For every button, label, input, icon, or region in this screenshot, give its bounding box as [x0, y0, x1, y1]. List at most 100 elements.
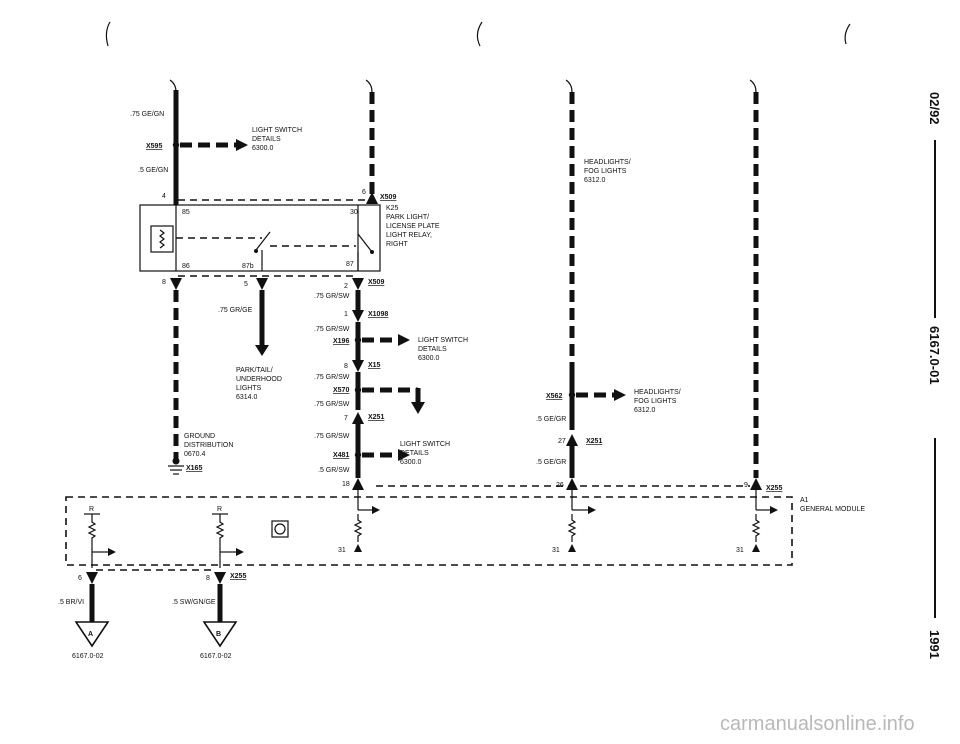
module-icon	[274, 523, 286, 535]
pin-label: 8	[344, 363, 348, 370]
pin-label: 31	[552, 547, 560, 554]
arrowhead	[236, 139, 248, 151]
connector-label: X15	[368, 362, 381, 369]
pin-label: 27	[558, 438, 566, 445]
connector-x15	[352, 360, 364, 372]
connector-pin-5	[256, 278, 268, 290]
relay-coil-winding	[159, 229, 165, 249]
module-output-arrow	[588, 506, 596, 514]
connector-x255-b	[214, 572, 226, 584]
arrowhead	[398, 449, 410, 461]
relay-contact	[370, 250, 374, 254]
pin-label: 8	[206, 575, 210, 582]
wire-label: .5 SW/GN/GE	[172, 599, 216, 606]
pin-label: 31	[338, 547, 346, 554]
arrowhead	[398, 334, 410, 346]
pin-label: 5	[244, 281, 248, 288]
pin-label: 6	[362, 189, 366, 196]
connector-pin-26	[566, 478, 578, 490]
pin-label: 2	[344, 283, 348, 290]
wire-label: .5 GR/SW	[318, 467, 350, 474]
connector-x509-bot	[352, 278, 364, 290]
module-input-arrow	[108, 548, 116, 556]
connector-label: X165	[186, 465, 202, 472]
connector-label: X481	[333, 452, 349, 459]
relay-k25-box	[139, 204, 381, 272]
side-date: 02/92	[927, 92, 942, 125]
module-output-arrow	[372, 506, 380, 514]
splice-x595	[172, 141, 180, 149]
connector-label: X595	[146, 143, 162, 150]
splice-x562	[568, 391, 576, 399]
module-resistor	[751, 514, 761, 542]
connector-label: X562	[546, 393, 562, 400]
wire-label: .75 GR/SW	[314, 326, 350, 333]
wire-label: .75 GR/SW	[314, 433, 350, 440]
wire-label: .75 GR/SW	[314, 401, 350, 408]
relay-coil	[150, 225, 174, 253]
connector-label: X570	[333, 387, 349, 394]
splice-x196	[354, 336, 362, 344]
module-input-resistor	[87, 514, 97, 546]
module-icon	[271, 520, 289, 538]
relay-switch-b	[357, 233, 373, 253]
connector-label: X509	[368, 279, 384, 286]
connector-label: X509	[380, 194, 396, 201]
connector-x251-b	[566, 434, 578, 446]
pin-label: 87b	[242, 263, 254, 270]
wire-label: .75 GR/SW	[314, 293, 350, 300]
wire-break-symbol	[749, 79, 757, 93]
pin-label: 31	[736, 547, 744, 554]
relay-contact	[254, 249, 258, 253]
pin-label: 26	[556, 482, 564, 489]
module-resistor	[353, 514, 363, 542]
wire-break-symbol	[365, 79, 373, 93]
connector-pin-8	[170, 278, 182, 290]
connector-label: X1098	[368, 311, 388, 318]
pin-label: 4	[162, 193, 166, 200]
pin-label: 9	[744, 482, 748, 489]
relay-switch-a	[255, 231, 271, 251]
pin-label: 18	[342, 481, 350, 488]
wire-label: .5 GE/GR	[536, 459, 566, 466]
arrow-park-lights	[255, 345, 269, 356]
module-input-arrow	[236, 548, 244, 556]
pin-label: 86	[182, 263, 190, 270]
scan-mark	[844, 23, 851, 45]
ground-point	[172, 457, 180, 465]
pin-label: 30	[350, 209, 358, 216]
splice-x481	[354, 451, 362, 459]
module-ground-31	[568, 544, 576, 552]
side-code: 6167.0-01	[927, 326, 942, 385]
scan-mark	[105, 21, 111, 47]
connector-pin-6	[86, 572, 98, 584]
module-ground-31	[354, 544, 362, 552]
offpage-ref-b	[202, 621, 238, 648]
connector-label: X255	[230, 573, 246, 580]
module-ground-31	[752, 544, 760, 552]
arrowhead	[614, 389, 626, 401]
connector-label: X251	[586, 438, 602, 445]
ref-letter-a: A	[88, 631, 93, 638]
pin-label: 6	[78, 575, 82, 582]
arrowhead	[411, 402, 425, 414]
module-input-resistor	[215, 514, 225, 546]
connector-x251	[352, 412, 364, 424]
pin-label: 8	[162, 279, 166, 286]
wire-label: .5 GE/GR	[536, 416, 566, 423]
connector-x255-r	[750, 478, 762, 490]
connector-x509-top	[366, 192, 378, 204]
ref-page-a: 6167.0-02	[72, 653, 104, 660]
scan-mark	[476, 21, 483, 47]
watermark: carmanualsonline.info	[720, 713, 915, 735]
offpage-ref-a	[74, 621, 110, 648]
pin-label: R	[217, 506, 222, 513]
